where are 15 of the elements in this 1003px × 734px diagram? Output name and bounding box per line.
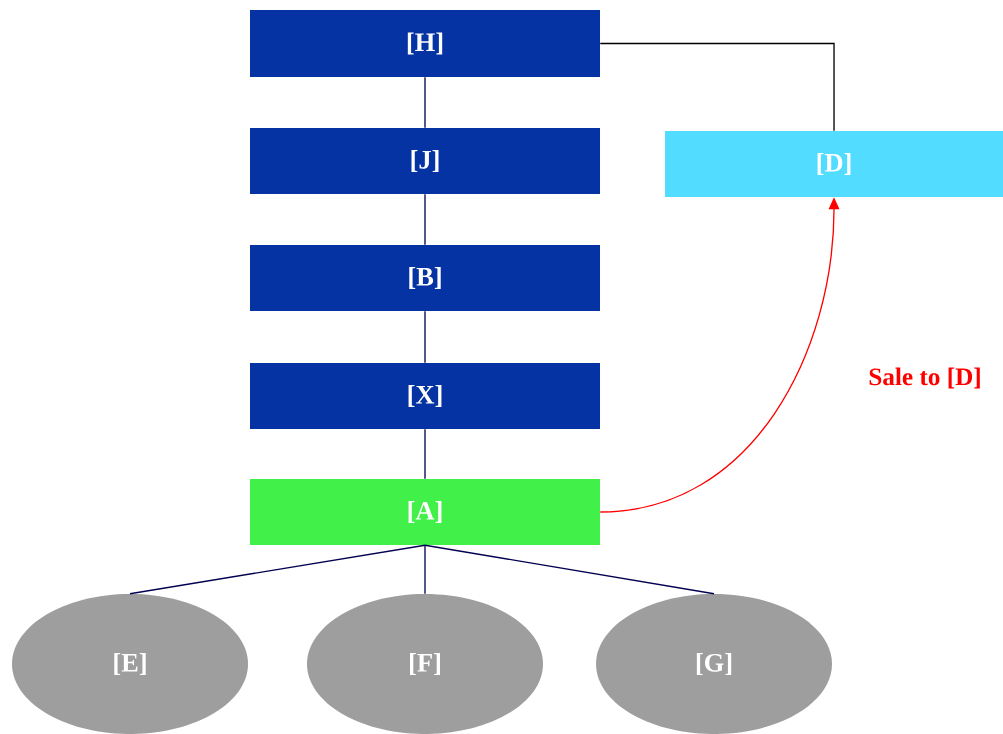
connector-line: [424, 544, 715, 595]
box: [B]: [250, 245, 600, 311]
box: [J]: [250, 128, 600, 194]
box: [X]: [250, 363, 600, 429]
connector-line: [424, 310, 426, 364]
box: [H]: [250, 10, 600, 77]
connector-line: [129, 544, 426, 595]
box: [D]: [665, 131, 1003, 197]
connector-line: [424, 193, 426, 246]
box: [A]: [250, 479, 600, 545]
connector-line: [424, 428, 426, 480]
connector-line: [599, 42, 835, 132]
edge-label: Sale to [D]: [867, 366, 983, 390]
connector-line: [424, 544, 426, 595]
connector-line: [424, 76, 426, 129]
